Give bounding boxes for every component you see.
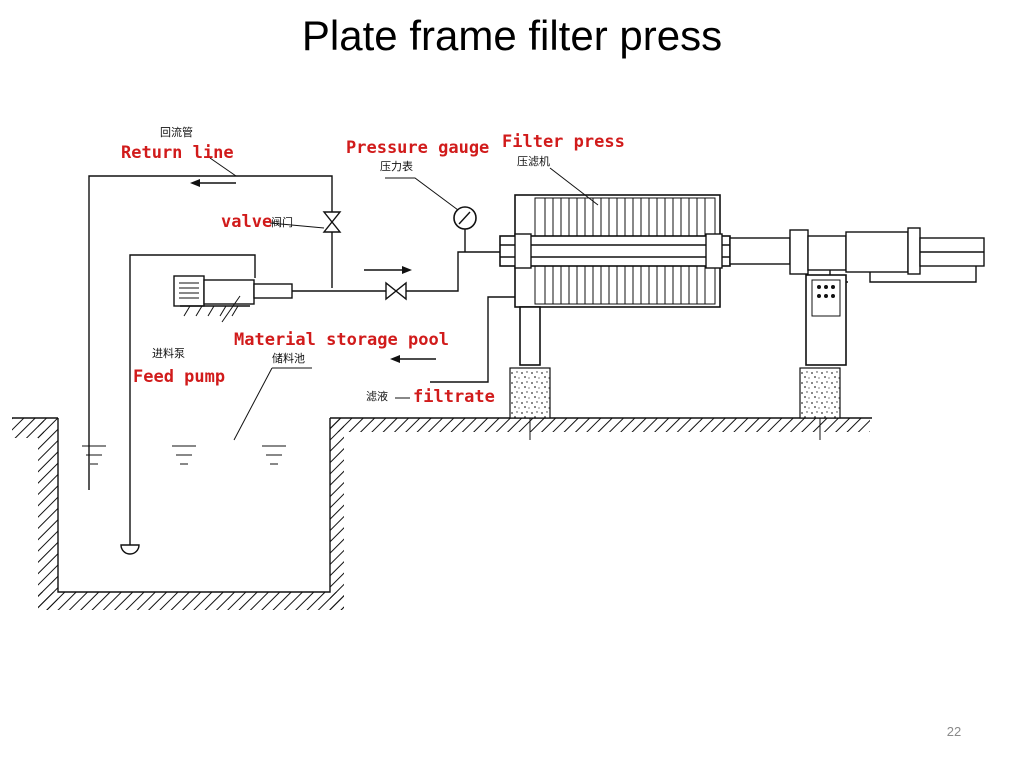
press-support [509,306,841,440]
flow-arrow-icon [190,179,236,187]
return-line-label: Return line [121,143,234,163]
slide-title: Plate frame filter press [301,12,723,59]
feed-pump [173,275,293,317]
filter-press-label: Filter press [502,132,625,152]
filter-press [499,194,731,308]
feed-pump-cn-label: 进料泵 [152,346,185,360]
material-storage-pool-label: Material storage pool [234,330,449,350]
pressure-gauge-label: Pressure gauge [346,138,489,158]
suction-pipe [120,254,256,555]
valve-icon [385,281,407,301]
valve-cn-label: 阀门 [271,215,293,229]
storage-pool [12,417,872,610]
valve-label: valve [221,212,272,232]
filtrate-pipe [390,296,515,383]
feed-pump-label: Feed pump [133,367,225,387]
filtrate-label: filtrate [413,387,495,407]
filter-press-cn-label: 压滤机 [517,154,550,168]
ground-hatch-icon [12,418,870,438]
control-cabinet [805,274,847,366]
filtrate-cn-label: 滤液 [366,389,388,403]
leader-lines [209,157,599,441]
liquid-level-marks [82,445,286,465]
material-storage-pool-cn-label: 储料池 [272,351,305,365]
pressure-gauge-cn-label: 压力表 [380,159,413,173]
filter-plates [534,197,716,305]
hydraulic-cylinder [729,227,985,283]
feed-pipe [292,251,520,292]
valve-icon [322,211,342,233]
page-number: 22 [946,724,962,739]
return-line-cn-label: 回流管 [160,125,193,139]
gauge-icon [453,206,477,252]
